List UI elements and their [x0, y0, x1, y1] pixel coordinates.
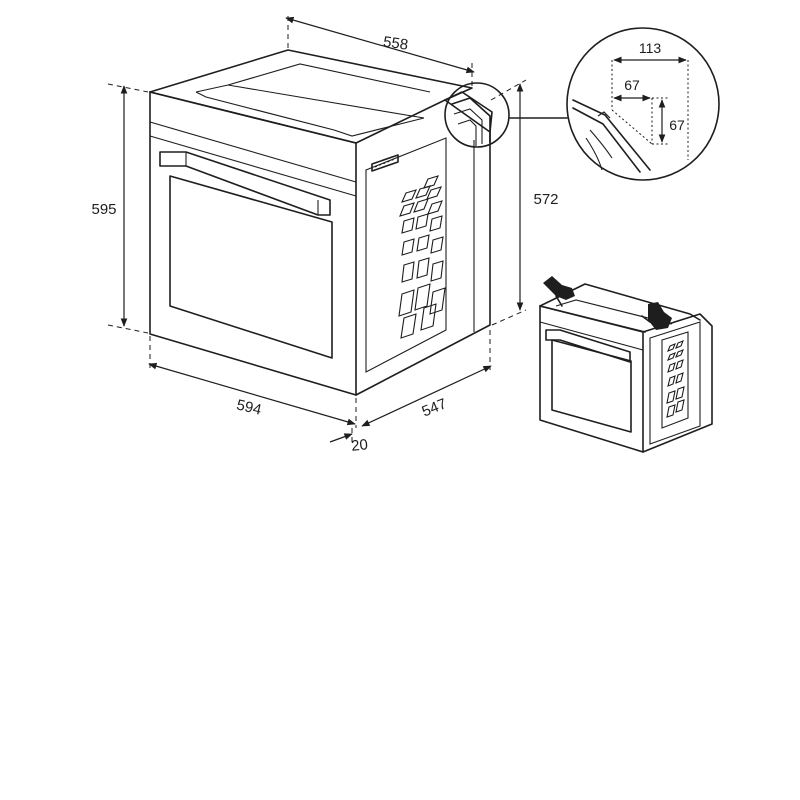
dim-top-width-label: 558 — [382, 33, 409, 53]
detail-inner-height-label: 67 — [669, 117, 685, 133]
detail-width-label: 113 — [639, 40, 662, 56]
gloved-hand-icon — [543, 276, 575, 307]
gloved-hand-icon — [641, 302, 672, 330]
dim-front-offset-label: 20 — [350, 436, 368, 455]
detail-inner-width-label: 67 — [624, 77, 640, 93]
dim-total-height-label: 595 — [91, 201, 116, 218]
corner-detail-callout — [444, 27, 720, 181]
dim-depth-label: 547 — [420, 395, 450, 420]
dim-front-width-label: 594 — [235, 397, 263, 419]
dim-side-height-label: 572 — [533, 191, 558, 208]
dimension-lines — [107, 14, 527, 446]
installation-oven — [539, 283, 713, 453]
main-oven — [149, 49, 493, 396]
